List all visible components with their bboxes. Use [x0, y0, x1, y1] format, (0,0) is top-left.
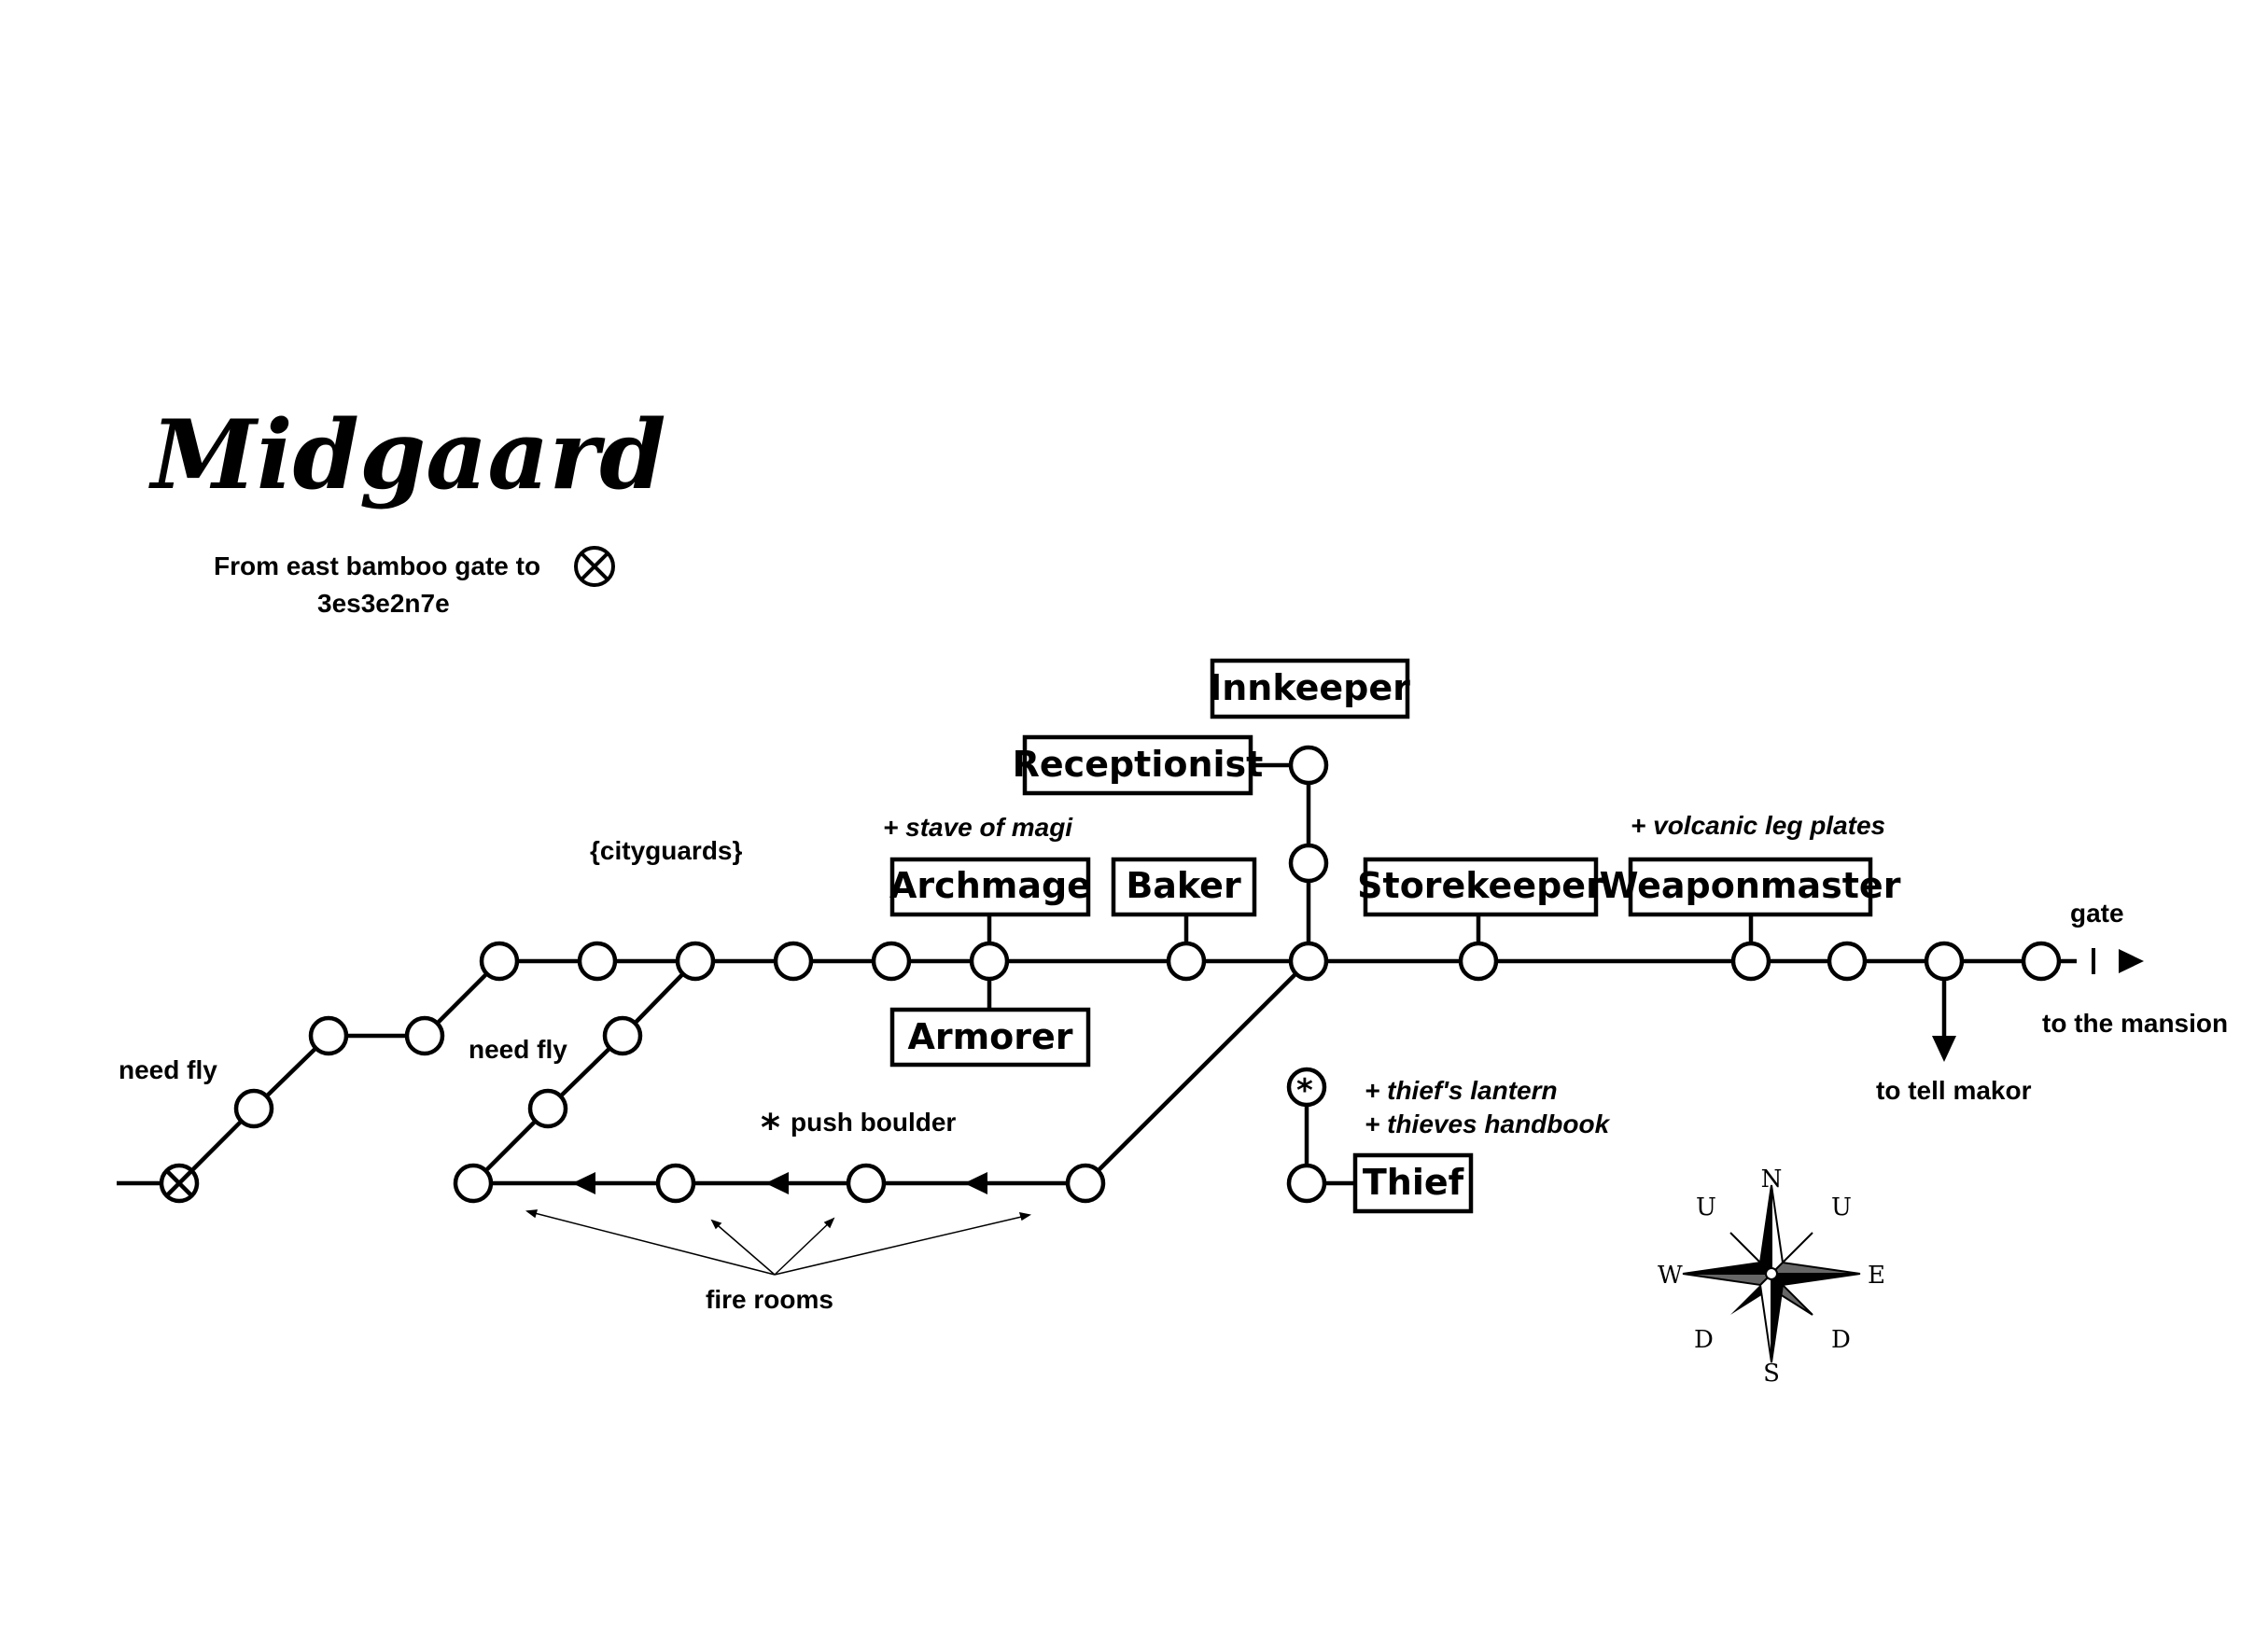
compass-up-left: U	[1696, 1193, 1716, 1221]
label-need-fly-mid: need fly	[469, 1035, 567, 1064]
room-node[interactable]	[602, 1015, 643, 1056]
shop-weaponmaster[interactable]: Weaponmaster	[1600, 865, 1901, 906]
compass-down-left: D	[1694, 1326, 1714, 1354]
room-node-baker[interactable]	[1166, 941, 1207, 982]
treasure-star-icon: *	[1296, 1072, 1313, 1110]
note-thieves-handbook: + thieves handbook	[1365, 1110, 1611, 1138]
arrow-south-icon	[1932, 1036, 1956, 1062]
room-node[interactable]	[773, 941, 814, 982]
room-node[interactable]	[1065, 1163, 1106, 1204]
shop-baker[interactable]: Baker	[1126, 865, 1241, 906]
room-node[interactable]	[308, 1015, 349, 1056]
room-node[interactable]	[1827, 941, 1868, 982]
room-node-storekeeper[interactable]	[1458, 941, 1499, 982]
room-node[interactable]	[527, 1088, 568, 1129]
note-volcanic-leg-plates: + volcanic leg plates	[1631, 811, 1885, 840]
compass-w: W	[1658, 1262, 1683, 1290]
shop-innkeeper[interactable]: Innkeeper	[1209, 667, 1410, 708]
compass-n: N	[1761, 1165, 1783, 1193]
arrow-west-icon	[765, 1172, 789, 1194]
room-node[interactable]	[655, 1163, 696, 1204]
arrow-west-icon	[964, 1172, 987, 1194]
room-node-treasure[interactable]	[1286, 1067, 1327, 1108]
label-fire-rooms: fire rooms	[706, 1285, 833, 1314]
compass-up-right: U	[1831, 1193, 1852, 1221]
compass-e: E	[1868, 1262, 1885, 1290]
note-thiefs-lantern: + thief's lantern	[1365, 1076, 1558, 1105]
fire-room-pointers	[525, 1209, 1031, 1276]
compass-down-right: D	[1831, 1326, 1851, 1354]
directions-line-2: 3es3e2n7e	[317, 589, 450, 618]
directions-line-1: From east bamboo gate to	[214, 551, 540, 580]
room-node[interactable]	[404, 1015, 445, 1056]
room-node[interactable]	[675, 941, 716, 982]
label-push-boulder: push boulder	[791, 1108, 956, 1137]
label-gate: gate	[2070, 899, 2124, 928]
shop-storekeeper[interactable]: Storekeeper	[1357, 865, 1603, 906]
room-node[interactable]	[1288, 843, 1329, 884]
shop-armorer[interactable]: Armorer	[907, 1016, 1072, 1057]
arrow-east-icon	[2119, 949, 2144, 973]
compass-rose-icon	[1682, 1184, 1861, 1363]
arrow-heads	[572, 949, 2144, 1194]
note-stave-of-magi: + stave of magi	[883, 813, 1073, 842]
room-node-archmage[interactable]	[969, 941, 1010, 982]
start-marker-icon	[574, 546, 615, 587]
room-node-crossroads[interactable]	[1288, 941, 1329, 982]
shop-thief[interactable]: Thief	[1363, 1162, 1464, 1203]
label-need-fly-left: need fly	[119, 1055, 217, 1084]
label-to-the-mansion: to the mansion	[2042, 1009, 2228, 1038]
map-title: Midgaard	[148, 399, 666, 511]
label-cityguards: {cityguards}	[590, 836, 742, 865]
arrow-west-icon	[572, 1172, 595, 1194]
room-node[interactable]	[871, 941, 912, 982]
shop-archmage[interactable]: Archmage	[889, 865, 1091, 906]
shop-receptionist[interactable]: Receptionist	[1013, 744, 1264, 785]
room-node[interactable]	[577, 941, 618, 982]
room-node[interactable]	[453, 1163, 494, 1204]
room-node[interactable]	[1924, 941, 1965, 982]
room-node[interactable]	[233, 1088, 274, 1129]
room-node-thief[interactable]	[1286, 1163, 1327, 1204]
label-to-tell-makor: to tell makor	[1876, 1076, 2032, 1105]
boulder-star-icon: *	[761, 1107, 780, 1150]
shop-boxes	[889, 658, 1873, 1214]
room-nodes	[159, 745, 2062, 1204]
room-node-start[interactable]	[159, 1163, 200, 1204]
compass-s: S	[1763, 1360, 1780, 1388]
room-node-inn[interactable]	[1288, 745, 1329, 786]
room-node[interactable]	[846, 1163, 887, 1204]
room-node-weaponmaster[interactable]	[1730, 941, 1771, 982]
room-node[interactable]	[2021, 941, 2062, 982]
room-node[interactable]	[479, 941, 520, 982]
